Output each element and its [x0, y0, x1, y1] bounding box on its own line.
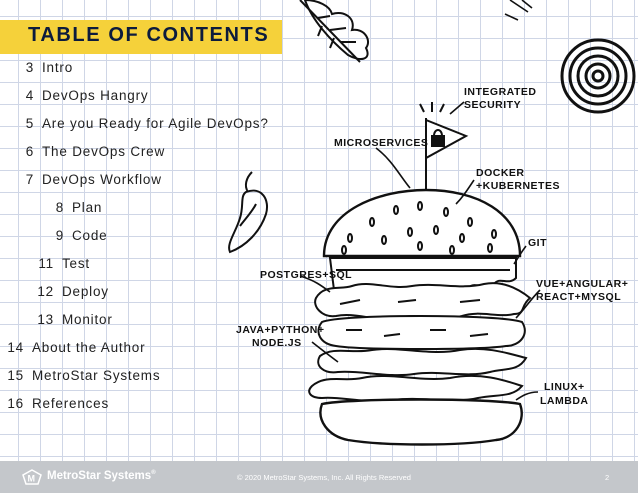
footer-bar [0, 461, 638, 493]
toc-page-number: 5 [25, 116, 34, 131]
label-microservices: MICROSERVICES [334, 137, 428, 149]
footer-copyright: © 2020 MetroStar Systems, Inc. All Right… [237, 473, 411, 482]
chili-pepper-icon [228, 171, 268, 254]
toc-item[interactable]: 6 The DevOps Crew [16, 144, 165, 166]
toc-subitem[interactable]: 13 Monitor [36, 312, 113, 334]
toc-page-number: 11 [38, 256, 54, 271]
security-flag-icon [419, 102, 469, 194]
title-highlight [0, 20, 282, 54]
toc-item[interactable]: 15 MetroStar Systems [6, 368, 160, 390]
toc-page-number: 3 [25, 60, 34, 75]
toc-subitem[interactable]: 12 Deploy [36, 284, 109, 306]
label-java-2: NODE.JS [252, 337, 302, 349]
toc-page-number: 4 [25, 88, 34, 103]
label-security-2: SECURITY [464, 99, 521, 111]
page-number: 2 [605, 473, 610, 482]
label-postgres: POSTGRES+SQL [260, 269, 352, 281]
toc-page-number: 7 [25, 172, 34, 187]
toc-item-label: Test [62, 256, 90, 271]
page-title: TABLE OF CONTENTS [28, 24, 270, 46]
label-vue-1: VUE+ANGULAR+ [536, 278, 628, 290]
svg-text:M: M [28, 474, 36, 484]
toc-page-number: 12 [37, 284, 54, 299]
footer-brand-mark: ® [151, 470, 156, 477]
toc-item-label: About the Author [32, 340, 146, 355]
toc-item-label: Monitor [62, 312, 113, 327]
lettuce-layer [314, 282, 532, 320]
toc-item-label: MetroStar Systems [32, 368, 161, 383]
toc-subitem[interactable]: 8 Plan [46, 200, 102, 222]
lettuce-layer-2 [317, 347, 528, 377]
toc-item-label: References [32, 396, 110, 411]
sprig-icon [504, 0, 533, 21]
toc-page-number: 13 [37, 312, 54, 327]
toc-item[interactable]: 4 DevOps Hangry [16, 88, 148, 110]
toc-page-number: 8 [55, 200, 64, 215]
toc-page-number: 6 [25, 144, 34, 159]
toc-item-label: Deploy [62, 284, 109, 299]
toc-item[interactable]: 3 Intro [16, 60, 73, 82]
toc-item-label: Code [72, 228, 108, 243]
spiral-icon [560, 38, 636, 114]
label-docker-1: DOCKER [476, 167, 525, 179]
label-pointers [299, 101, 541, 401]
toc-item-label: Intro [42, 60, 74, 75]
toc-item-label: The DevOps Crew [42, 144, 166, 159]
toc-item[interactable]: 7 DevOps Workflow [16, 172, 162, 194]
toc-item[interactable]: 16 References [6, 396, 109, 418]
toc-page-number: 15 [7, 368, 24, 383]
top-bun [322, 188, 522, 258]
bottom-bun [319, 398, 523, 446]
footer-brand: MetroStar Systems® [47, 470, 156, 482]
toc-subitem[interactable]: 11 Test [36, 256, 90, 278]
lettuce-layer-3 [308, 374, 524, 403]
toc-item-label: DevOps Workflow [42, 172, 162, 187]
toc-item-label: DevOps Hangry [42, 88, 149, 103]
toc-item[interactable]: 5 Are you Ready for Agile DevOps? [16, 116, 269, 138]
label-security-1: INTEGRATED [464, 86, 536, 98]
label-vue-2: REACT+MYSQL [536, 291, 621, 303]
label-docker-2: +KUBERNETES [476, 180, 560, 192]
toc-page-number: 14 [7, 340, 24, 355]
metrostar-logo-icon: M [22, 469, 42, 485]
toc-subitem[interactable]: 9 Code [46, 228, 107, 250]
label-linux-2: LAMBDA [540, 395, 589, 407]
footer-brand-name: MetroStar Systems [47, 470, 152, 482]
toc-item[interactable]: 14 About the Author [6, 340, 145, 362]
toc-item-label: Are you Ready for Agile DevOps? [42, 116, 269, 131]
toc-page-number: 9 [55, 228, 64, 243]
label-java-1: JAVA+PYTHON+ [236, 324, 324, 336]
leaf-icon [299, 0, 370, 63]
toc-page-number: 16 [7, 396, 24, 411]
label-git: GIT [528, 237, 547, 249]
toc-item-label: Plan [72, 200, 103, 215]
patty-layer [317, 315, 526, 350]
label-linux-1: LINUX+ [544, 381, 585, 393]
